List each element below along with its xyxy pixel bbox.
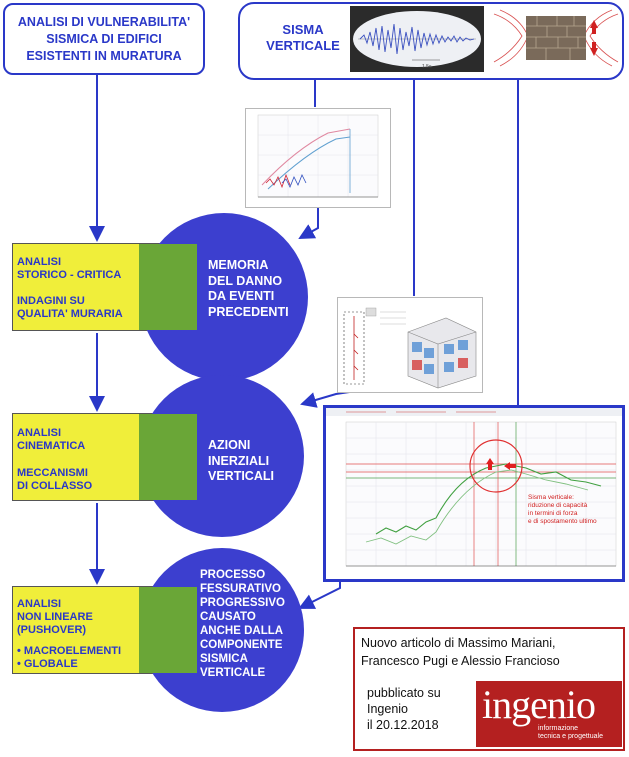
- stage2-item-2: MECCANISMI DI COLLASSO: [17, 467, 93, 492]
- article-authors-line1: Nuovo articolo di Massimo Mariani,: [361, 636, 556, 650]
- stage2-green-block: [139, 414, 197, 500]
- ingenio-logo: ingenio informazione tecnica e progettua…: [476, 681, 622, 747]
- stage1-green-block: [139, 244, 197, 330]
- article-published: pubblicato su Ingenio il 20.12.2018: [367, 686, 441, 732]
- stage1-circle-text: MEMORIA DEL DANNO DA EVENTI PRECEDENTI: [208, 258, 289, 319]
- ingenio-logo-tagline: informazione tecnica e progettuale: [538, 725, 603, 740]
- building-model: [343, 307, 477, 389]
- stage1-item-2: INDAGINI SU QUALITA' MURARIA: [17, 295, 123, 320]
- pushover-note: Sisma verticale: riduzione di capacità i…: [528, 494, 597, 525]
- stage1-item-1: ANALISI STORICO - CRITICA: [17, 256, 122, 281]
- accelerogram-scale: 1.5s: [422, 64, 432, 70]
- stage3-circle-text: PROCESSO FESSURATIVO PROGRESSIVO CAUSATO…: [200, 569, 285, 679]
- pushover-chart-panel: Sisma verticale: riduzione di capacità i…: [323, 405, 625, 582]
- stage3-item-2: • MACROELEMENTI • GLOBALE: [17, 645, 122, 670]
- pushover-chart: [326, 408, 622, 567]
- stage2-item-1: ANALISI CINEMATICA: [17, 427, 86, 452]
- masonry-wall-image: [492, 6, 620, 72]
- diagram-title: ANALISI DI VULNERABILITA' SISMICA DI EDI…: [17, 14, 191, 63]
- stage3-green-block: [139, 587, 197, 673]
- accelerogram-image: 1.5s: [350, 6, 484, 72]
- diagram-title-box: ANALISI DI VULNERABILITA' SISMICA DI EDI…: [3, 3, 205, 75]
- ingenio-logo-name: ingenio: [482, 682, 596, 727]
- arrow-thumb1-to-circle1: [298, 207, 319, 239]
- masonry-wave-illustration: [493, 9, 619, 67]
- stage2-circle-text: AZIONI INERZIALI VERTICALI: [208, 438, 274, 483]
- article-authors-line2: Francesco Pugi e Alessio Francioso: [361, 654, 560, 668]
- hysteresis-chart-thumbnail: [245, 108, 391, 208]
- sisma-verticale-label: SISMA VERTICALE: [266, 22, 340, 53]
- hysteresis-chart: [257, 114, 379, 198]
- accelerogram-plot: 1.5s: [353, 11, 481, 70]
- arrow-chart-to-circle3: [298, 582, 341, 609]
- building-model-thumbnail: [337, 297, 483, 393]
- stage3-item-1: ANALISI NON LINEARE (PUSHOVER): [17, 598, 93, 636]
